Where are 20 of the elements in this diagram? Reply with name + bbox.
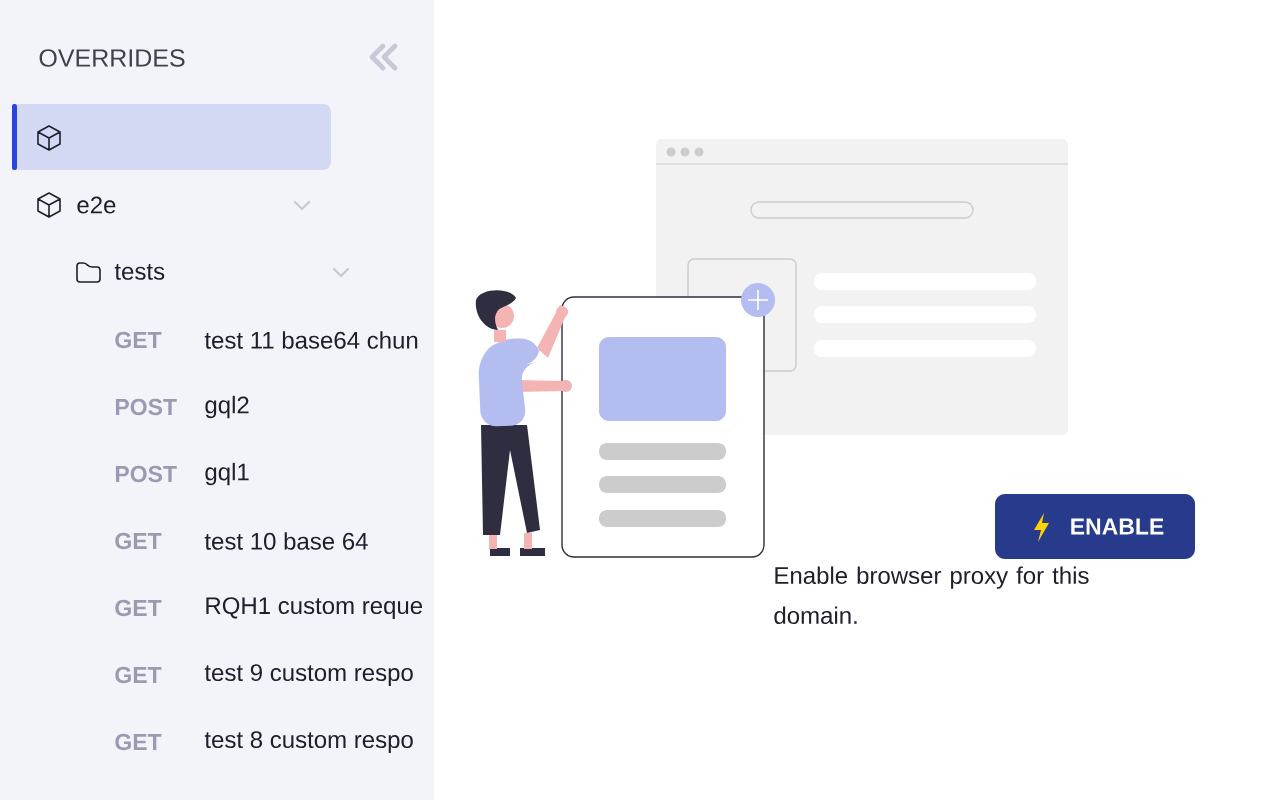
method-tag: GET [115,331,162,349]
request-name: gql1 [205,462,249,486]
request-name: test 8 custom respo [204,731,413,753]
request-name: test 9 custom respo [204,664,413,686]
request-name: test 11 base64 chun [204,331,418,349]
enable-button: ENABLE [995,494,1195,559]
request-name: gql2 [205,395,249,419]
method-tag: POST [115,465,177,483]
description-text: Enable browser proxy for this domain. [774,566,1089,624]
selected-item [12,104,331,170]
method-tag: GET [115,666,162,684]
method-tag: GET [115,532,162,550]
request-name: RQH1 custom reque [206,597,423,619]
method-tag: GET [115,599,162,617]
sidebar-heading: OVERRIDES [39,49,185,67]
method-tag: POST [115,398,177,416]
item-label: e2e [77,196,116,214]
folder-label: tests [114,264,165,280]
request-name: test 10 base 64 [204,532,368,550]
method-tag: GET [115,733,162,751]
